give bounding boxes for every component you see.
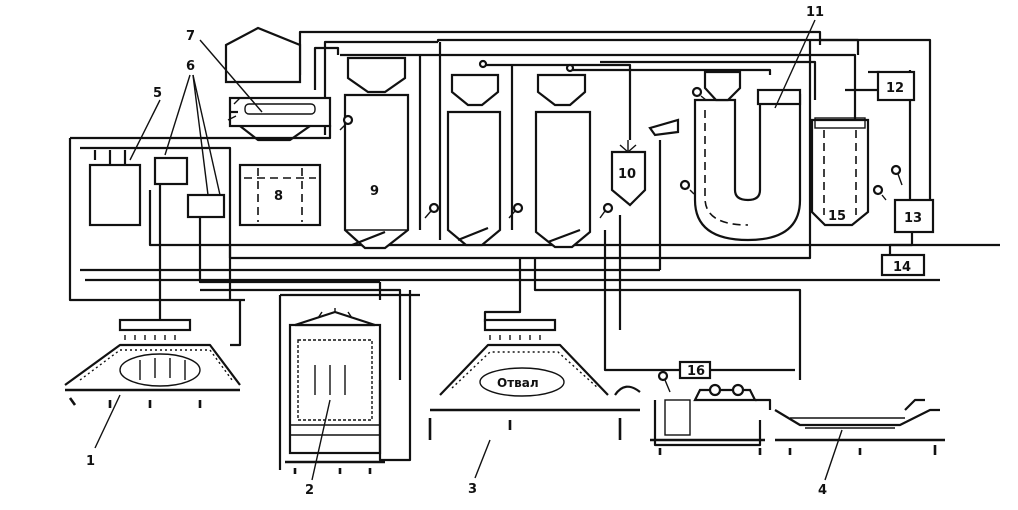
label-1: 1 — [86, 454, 95, 469]
label-7: 7 — [186, 29, 195, 44]
label-4: 4 — [818, 483, 827, 498]
dosing-box-6a — [155, 158, 187, 184]
u-tube-11 — [695, 72, 800, 240]
label-dump: Отвал — [497, 376, 539, 390]
label-12: 12 — [886, 81, 904, 96]
label-13: 13 — [904, 211, 922, 226]
label-15: 15 — [828, 209, 846, 224]
dosing-box-6b — [188, 195, 224, 217]
label-8: 8 — [274, 189, 283, 204]
label-11: 11 — [806, 5, 824, 20]
pond-4 — [775, 400, 945, 455]
heap-1 — [65, 300, 240, 408]
column-middle — [448, 75, 500, 245]
tray — [650, 120, 678, 135]
label-16: 16 — [687, 364, 705, 379]
label-3: 3 — [468, 482, 477, 497]
column-9 — [345, 58, 408, 248]
column-right — [536, 75, 590, 247]
label-10: 10 — [618, 167, 636, 182]
label-9: 9 — [370, 184, 379, 199]
label-6: 6 — [186, 59, 195, 74]
tank-5 — [90, 165, 140, 225]
feed-hopper — [226, 28, 300, 82]
label-2: 2 — [305, 483, 314, 498]
unit-7-filter — [228, 98, 330, 140]
label-5: 5 — [153, 86, 162, 101]
label-14: 14 — [893, 260, 911, 275]
